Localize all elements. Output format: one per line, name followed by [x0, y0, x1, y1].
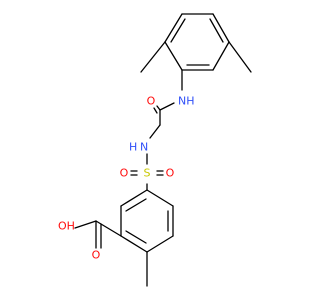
atom-labels: NH O N H O S O OH O — [58, 95, 195, 262]
bond-ring1-1 — [164, 41, 183, 71]
bond-methyl-left — [140, 41, 166, 73]
molecule-structure-diagram: NH O N H O S O OH O — [58, 13, 252, 287]
sulfonyl-oxygen-right-label: O — [166, 167, 175, 180]
bond-ring2-4 — [146, 235, 174, 253]
bond-carbonyl-o-1 — [156, 105, 161, 111]
bond-ring2-6 — [146, 189, 174, 207]
bond-ring2-cooh — [95, 220, 122, 237]
bond-carbonyl-o-2 — [153, 107, 158, 114]
bond-ring2-1 — [120, 189, 148, 207]
carboxyl-oxygen-label: O — [92, 249, 101, 262]
sulfonyl-double-bonds — [130, 170, 164, 176]
bond-ring1-3 — [212, 41, 230, 71]
bond-ring2-inner-b — [125, 230, 147, 244]
bond-ch2-nh — [149, 124, 161, 139]
bond-ring1-inner-c — [209, 18, 224, 43]
amide-oxygen-label: O — [147, 95, 156, 108]
sulfonamide-n-label: N — [140, 141, 148, 154]
bond-ring2-3 — [120, 235, 148, 253]
bond-lines — [74, 13, 252, 287]
bond-ring1-4 — [212, 13, 230, 43]
bond-methyl-right — [228, 41, 252, 73]
sulfonyl-oxygen-left-label: O — [120, 167, 129, 180]
bond-nh-carbonyl — [159, 102, 175, 111]
bond-cooh-oh — [74, 220, 97, 229]
amide-nh-label: NH — [178, 95, 195, 108]
bond-ring1-inner-a — [170, 18, 186, 43]
carboxyl-oh-label: OH — [58, 220, 75, 233]
bond-ring1-6 — [164, 13, 183, 43]
sulfonamide-h-label: H — [129, 141, 137, 154]
sulfur-label: S — [144, 167, 151, 180]
bond-ring2-inner-a — [125, 198, 147, 212]
